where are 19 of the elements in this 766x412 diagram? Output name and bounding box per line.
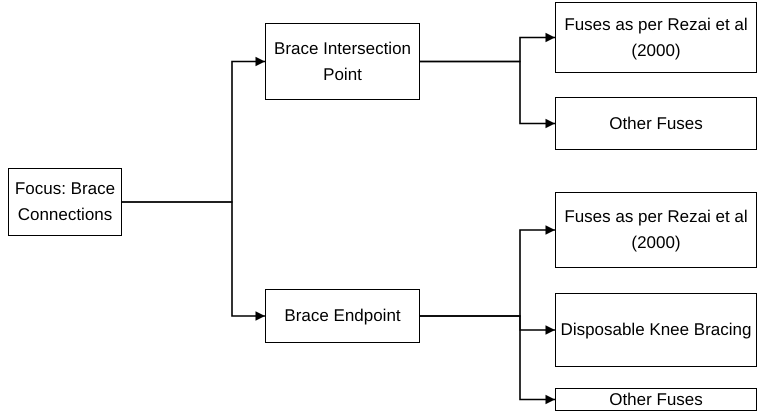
arrow (420, 60, 555, 128)
node-label: Brace Intersection Point (272, 38, 412, 86)
process-box (555, 192, 757, 268)
process-box (555, 97, 757, 150)
process-box (265, 289, 420, 343)
node-label: Focus: Brace Connections (14, 178, 116, 226)
node-label: Other Fuses (609, 112, 703, 134)
arrow (122, 201, 265, 321)
node-label: Other Fuses (609, 388, 703, 410)
node-label: Fuses as per Rezai et al (2000) (563, 206, 749, 254)
process-box (265, 23, 420, 100)
process-box (8, 168, 122, 236)
arrow (420, 315, 555, 404)
node-label: Disposable Knee Bracing (560, 319, 752, 341)
process-box (555, 388, 757, 411)
process-box (555, 2, 757, 73)
process-box (555, 293, 757, 367)
node-label: Brace Endpoint (284, 305, 401, 327)
node-label: Fuses as per Rezai et al (2000) (563, 14, 749, 62)
